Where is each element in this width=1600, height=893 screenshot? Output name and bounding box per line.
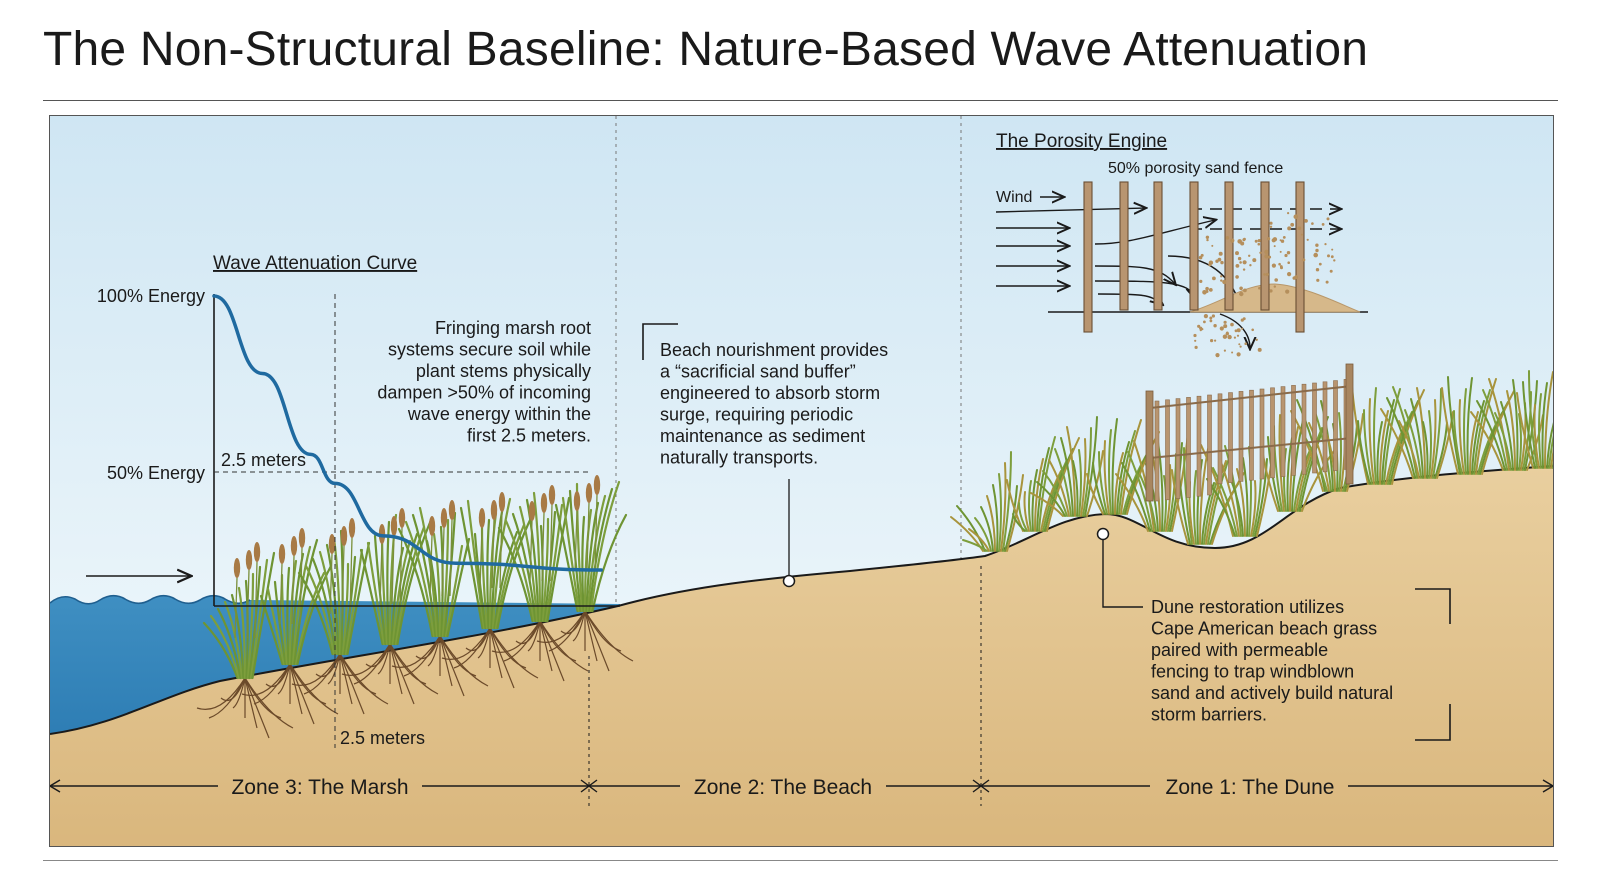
sand-ground: [50, 466, 1553, 846]
bottom-divider: [43, 860, 1558, 861]
dune-description-line: fencing to trap windblown: [1151, 662, 1354, 682]
dune-leader-line: [1102, 540, 1143, 608]
zone-label-dune: Zone 1: The Dune: [1166, 776, 1335, 799]
dune-grass-clump: [1006, 436, 1080, 532]
marsh-root-systems: [196, 610, 634, 739]
dune-bracket-top: [1415, 588, 1451, 624]
beach-description-line: a “sacrificial sand buffer”: [660, 362, 856, 382]
porosity-title: The Porosity Engine: [996, 131, 1167, 152]
dune-leader-point: [1096, 527, 1110, 541]
dune-grass-clump: [1380, 386, 1454, 479]
beach-leader-point: [782, 574, 796, 588]
marsh-description-line: dampen >50% of incoming: [377, 383, 591, 403]
marsh-root-clump: [196, 677, 294, 739]
marsh-description-line: plant stems physically: [416, 361, 591, 381]
dune-description-line: sand and actively build natural: [1151, 683, 1393, 703]
wave-attenuation-chart: Wave Attenuation Curve 100% Energy 50% E…: [86, 253, 620, 748]
marsh-description-line: systems secure soil while: [388, 340, 591, 360]
dune-description-line: Cape American beach grass: [1151, 619, 1377, 639]
sand-particles: [1193, 212, 1336, 358]
diagram-panel: Wave Attenuation Curve 100% Energy 50% E…: [49, 115, 1554, 847]
marsh-description-line: first 2.5 meters.: [467, 426, 591, 446]
beach-callout-bracket: [642, 323, 678, 360]
marsh-root-clump: [536, 610, 634, 672]
beach-description-line: engineered to absorb storm: [660, 383, 880, 403]
fence-posts: [1083, 181, 1305, 333]
energy-curve-line: [212, 294, 603, 572]
marsh-grass-clump: [202, 542, 276, 680]
marsh-root-clump: [441, 627, 539, 689]
marsh-root-clump: [491, 620, 589, 682]
marsh-description-line: wave energy within the: [407, 404, 591, 424]
water-surface-line: [50, 594, 251, 605]
marsh-description-line: Fringing marsh root: [435, 318, 591, 338]
beach-description-line: surge, requiring periodic: [660, 405, 853, 425]
marsh-root-clump: [291, 653, 389, 715]
y-axis-label-50: 50% Energy: [107, 463, 205, 483]
dune-sand-fence: [1145, 363, 1354, 502]
zone-label-marsh: Zone 3: The Marsh: [231, 776, 408, 799]
marsh-grass-clump: [359, 508, 433, 646]
beach-description-line: maintenance as sediment: [660, 426, 865, 446]
dune-bracket-bottom: [1415, 704, 1451, 741]
marsh-grass-clump: [554, 475, 628, 613]
y-axis-label-100: 100% Energy: [97, 286, 205, 306]
wind-label: Wind: [996, 189, 1032, 206]
distance-label-top: 2.5 meters: [221, 450, 306, 470]
porosity-engine: The Porosity Engine 50% porosity sand fe…: [995, 131, 1368, 358]
dune-description-line: paired with permeable: [1151, 640, 1328, 660]
zone-label-beach: Zone 2: The Beach: [694, 776, 872, 799]
dune-description-line: storm barriers.: [1151, 705, 1267, 725]
marsh-grass-clump: [397, 500, 471, 638]
dune-grass-clump: [1516, 370, 1553, 469]
marsh-grass-clump: [497, 485, 571, 623]
zone-scale-bar: [50, 566, 1553, 806]
diagram-canvas: Wave Attenuation Curve 100% Energy 50% E…: [50, 116, 1553, 846]
marsh-root-clump: [391, 635, 489, 697]
marsh-root-clump: [241, 663, 339, 725]
curve-title: Wave Attenuation Curve: [213, 253, 417, 274]
dune-description-line: Dune restoration utilizes: [1151, 597, 1344, 617]
title-divider: [43, 100, 1558, 101]
dune-grass-clump: [1441, 376, 1515, 475]
beach-description-line: naturally transports.: [660, 448, 818, 468]
distance-label-bottom: 2.5 meters: [340, 728, 425, 748]
page-title: The Non-Structural Baseline: Nature-Base…: [43, 23, 1369, 76]
marsh-root-clump: [341, 643, 439, 705]
dune-grass-clump: [1470, 378, 1544, 471]
fence-porosity-label: 50% porosity sand fence: [1108, 160, 1283, 177]
beach-description-line: Beach nourishment provides: [660, 340, 888, 360]
